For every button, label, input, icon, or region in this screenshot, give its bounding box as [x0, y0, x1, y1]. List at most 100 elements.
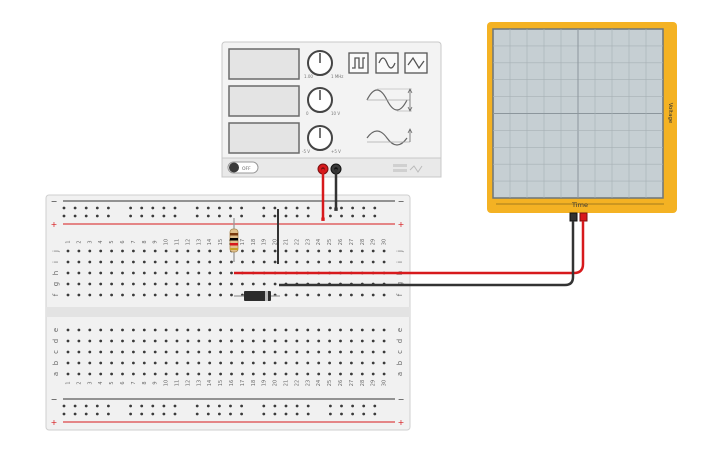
terminal-hole[interactable] [317, 339, 321, 343]
terminal-hole[interactable] [121, 271, 124, 275]
rail-hole[interactable] [273, 206, 277, 210]
terminal-hole[interactable] [350, 361, 353, 365]
terminal-hole[interactable] [208, 282, 212, 286]
terminal-hole[interactable] [110, 282, 113, 286]
terminal-hole[interactable] [306, 361, 310, 365]
rail-hole[interactable] [107, 404, 110, 408]
rail-hole[interactable] [229, 206, 232, 210]
rail-hole[interactable] [73, 412, 77, 416]
terminal-hole[interactable] [251, 328, 255, 332]
terminal-hole[interactable] [382, 372, 386, 376]
terminal-hole[interactable] [153, 271, 157, 275]
terminal-hole[interactable] [208, 293, 212, 297]
terminal-hole[interactable] [219, 249, 223, 253]
terminal-hole[interactable] [197, 339, 201, 343]
terminal-hole[interactable] [306, 372, 310, 376]
terminal-hole[interactable] [241, 249, 244, 253]
rail-hole[interactable] [195, 404, 199, 408]
terminal-hole[interactable] [262, 260, 266, 264]
terminal-hole[interactable] [241, 260, 244, 264]
terminal-hole[interactable] [251, 249, 255, 253]
rail-hole[interactable] [362, 206, 366, 210]
rail-hole[interactable] [229, 214, 232, 218]
rail-hole[interactable] [95, 206, 99, 210]
terminal-hole[interactable] [88, 350, 92, 354]
terminal-hole[interactable] [197, 361, 201, 365]
rail-hole[interactable] [240, 404, 244, 408]
terminal-hole[interactable] [306, 260, 310, 264]
rail-hole[interactable] [262, 404, 266, 408]
terminal-hole[interactable] [317, 293, 321, 297]
terminal-hole[interactable] [153, 293, 157, 297]
terminal-hole[interactable] [66, 372, 70, 376]
terminal-hole[interactable] [284, 328, 288, 332]
terminal-hole[interactable] [186, 328, 190, 332]
terminal-hole[interactable] [110, 271, 113, 275]
terminal-hole[interactable] [360, 260, 364, 264]
rail-hole[interactable] [340, 404, 343, 408]
breadboard[interactable]: −−++−−++12345678910111213141516171819202… [45, 194, 411, 431]
rail-hole[interactable] [373, 404, 377, 408]
terminal-hole[interactable] [132, 293, 135, 297]
terminal-hole[interactable] [273, 249, 277, 253]
terminal-hole[interactable] [110, 339, 113, 343]
terminal-hole[interactable] [219, 282, 223, 286]
terminal-hole[interactable] [328, 328, 331, 332]
rail-hole[interactable] [329, 412, 332, 416]
terminal-hole[interactable] [262, 249, 266, 253]
rail-hole[interactable] [62, 412, 66, 416]
terminal-hole[interactable] [208, 339, 212, 343]
rail-hole[interactable] [195, 412, 199, 416]
terminal-hole[interactable] [306, 293, 310, 297]
rail-hole[interactable] [173, 214, 177, 218]
terminal-hole[interactable] [306, 328, 310, 332]
terminal-hole[interactable] [66, 249, 70, 253]
terminal-hole[interactable] [371, 260, 375, 264]
terminal-hole[interactable] [186, 282, 190, 286]
terminal-hole[interactable] [186, 271, 190, 275]
terminal-hole[interactable] [284, 350, 288, 354]
terminal-hole[interactable] [295, 350, 299, 354]
rail-hole[interactable] [329, 404, 332, 408]
rail-hole[interactable] [62, 404, 66, 408]
terminal-hole[interactable] [317, 328, 321, 332]
terminal-hole[interactable] [219, 328, 223, 332]
terminal-hole[interactable] [317, 361, 321, 365]
terminal-hole[interactable] [66, 271, 70, 275]
terminal-hole[interactable] [360, 350, 364, 354]
terminal-hole[interactable] [360, 339, 364, 343]
rail-hole[interactable] [295, 412, 299, 416]
rail-hole[interactable] [362, 412, 366, 416]
terminal-hole[interactable] [77, 293, 81, 297]
terminal-hole[interactable] [88, 372, 92, 376]
terminal-hole[interactable] [284, 260, 288, 264]
rail-hole[interactable] [140, 206, 144, 210]
rail-hole[interactable] [373, 412, 377, 416]
terminal-hole[interactable] [164, 282, 168, 286]
terminal-hole[interactable] [208, 350, 212, 354]
wire-probe-black[interactable] [279, 221, 575, 287]
rail-hole[interactable] [284, 214, 288, 218]
terminal-hole[interactable] [262, 361, 266, 365]
terminal-hole[interactable] [121, 249, 124, 253]
terminal-hole[interactable] [142, 350, 146, 354]
terminal-hole[interactable] [88, 293, 92, 297]
rail-hole[interactable] [273, 412, 277, 416]
terminal-hole[interactable] [164, 328, 168, 332]
terminal-hole[interactable] [175, 350, 179, 354]
terminal-hole[interactable] [142, 271, 146, 275]
rail-hole[interactable] [173, 206, 177, 210]
terminal-hole[interactable] [197, 271, 201, 275]
rail-hole[interactable] [306, 412, 310, 416]
rail-hole[interactable] [84, 214, 88, 218]
sine-wave-button[interactable] [375, 52, 399, 74]
terminal-hole[interactable] [219, 293, 223, 297]
terminal-hole[interactable] [142, 293, 146, 297]
wire-generator-negative[interactable] [334, 169, 338, 211]
terminal-hole[interactable] [110, 350, 113, 354]
terminal-hole[interactable] [371, 293, 375, 297]
terminal-hole[interactable] [121, 282, 124, 286]
square-wave-button[interactable] [348, 52, 369, 74]
terminal-hole[interactable] [251, 372, 255, 376]
rail-hole[interactable] [62, 214, 66, 218]
